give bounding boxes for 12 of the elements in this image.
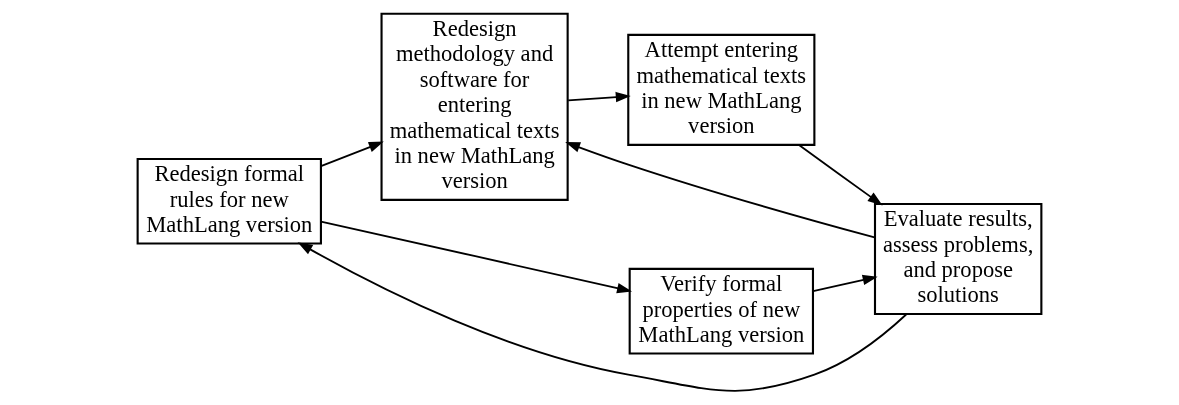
- arrow: [812, 274, 878, 292]
- arrow: [565, 142, 876, 239]
- arrow: [297, 242, 908, 392]
- node-box: Attempt entering mathematical texts in new MathLang version: [627, 33, 816, 146]
- node-box: Redesign methodology and software for entering mathematical texts in new MathLang version: [380, 12, 569, 201]
- node-box: Evaluate results, assess problems, and propose solutions: [873, 203, 1043, 316]
- arrow: [798, 144, 883, 206]
- node-box: Redesign formal rules for new MathLang version: [136, 157, 322, 245]
- arrow: [320, 220, 632, 294]
- node-box: Verify formal properties of new MathLang version: [628, 267, 814, 355]
- arrow: [567, 91, 631, 103]
- arrow: [320, 141, 384, 167]
